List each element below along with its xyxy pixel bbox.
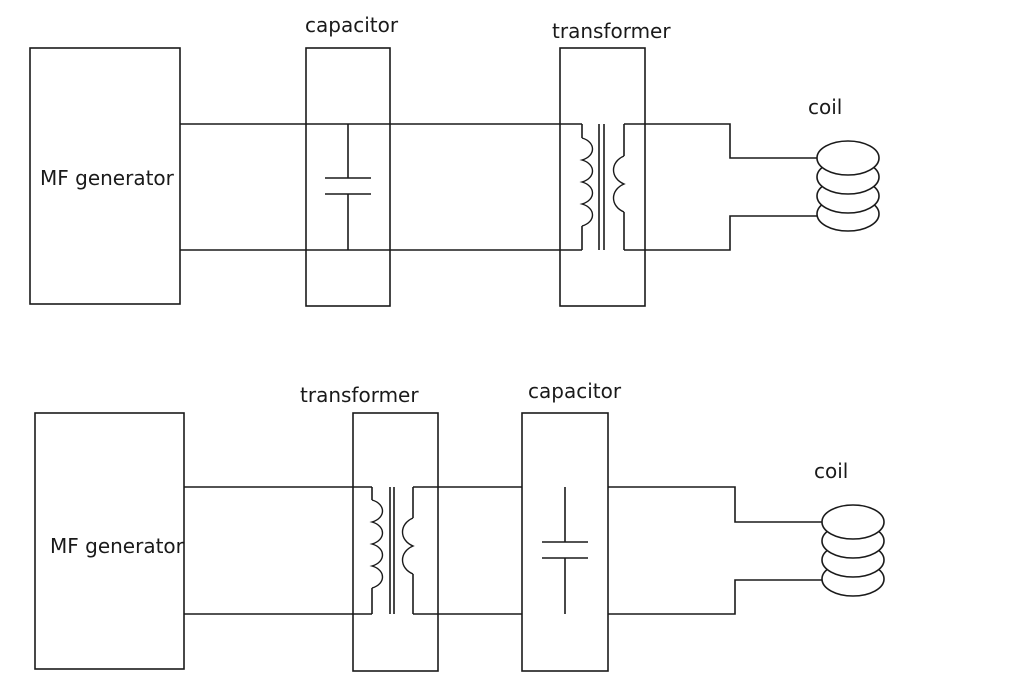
transformer-label: transformer: [552, 19, 671, 43]
coil-label: coil: [808, 95, 842, 119]
circuit-2: MF generator transformer capacitor coil: [34, 379, 885, 672]
output-wires: [413, 486, 828, 615]
mf-generator-box: [29, 47, 181, 305]
main-wires: [180, 123, 582, 251]
circuit-1: MF generator capacitor transformer coil: [29, 13, 880, 307]
capacitor-symbol: [542, 487, 588, 614]
transformer-symbol: [369, 487, 415, 614]
mf-generator-box: [34, 412, 185, 670]
transformer-box: [559, 47, 646, 307]
capacitor-symbol: [325, 124, 371, 250]
input-wires: [184, 486, 372, 615]
transformer-symbol: [579, 124, 626, 250]
coil-label: coil: [814, 459, 848, 483]
coil-symbol: [816, 140, 880, 232]
mf-generator-label: MF generator: [40, 166, 175, 190]
capacitor-label: capacitor: [528, 379, 622, 403]
transformer-label: transformer: [300, 383, 419, 407]
mf-generator-label: MF generator: [50, 534, 185, 558]
transformer-box: [352, 412, 439, 672]
output-wires: [624, 123, 822, 251]
capacitor-label: capacitor: [305, 13, 399, 37]
coil-symbol: [821, 504, 885, 597]
